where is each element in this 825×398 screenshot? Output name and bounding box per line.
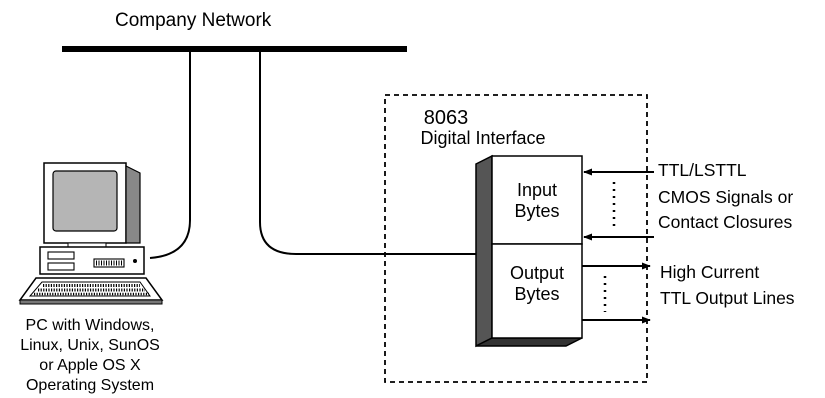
pc-caption-line-3: or Apple OS X (39, 357, 141, 374)
monitor-side (125, 165, 141, 244)
floppy-drive-2 (47, 262, 75, 271)
output-line-description-2: TTL Output Lines (660, 288, 795, 308)
output-bytes-label-line-2: Bytes (514, 284, 560, 304)
input-signal-type-2: CMOS Signals or (658, 187, 794, 207)
pc-icon (18, 162, 164, 305)
power-light (133, 259, 137, 263)
monitor-screen (52, 170, 118, 232)
pc-network-cable (149, 49, 191, 259)
interface-enclosure (384, 94, 648, 383)
pc-caption-line-1: PC with Windows, (25, 317, 155, 334)
pc-caption-line-2: Linux, Unix, SunOS (20, 337, 160, 354)
interface-model: 8063 (423, 107, 469, 129)
pc-caption-line-4: Operating System (25, 377, 155, 394)
input-signal-type-3: Contact Closures (658, 212, 793, 232)
interface-name: Digital Interface (420, 128, 546, 148)
output-bytes-panel (491, 243, 583, 339)
input-bytes-label-line-1: Input (516, 180, 558, 200)
interface-box (475, 154, 583, 348)
input-signal-type-1: TTL/LSTTL (658, 160, 747, 180)
network-label: Company Network (115, 10, 272, 31)
interface-box-side (475, 154, 493, 348)
output-line-description-1: High Current (660, 262, 760, 282)
interface-network-cable (259, 49, 476, 255)
keyboard-front-edge (19, 299, 163, 305)
interface-box-bottom (475, 337, 583, 347)
input-bytes-label-line-2: Bytes (514, 201, 560, 221)
floppy-drive-1 (47, 251, 75, 260)
output-bytes-label-line-1: Output (509, 263, 565, 283)
